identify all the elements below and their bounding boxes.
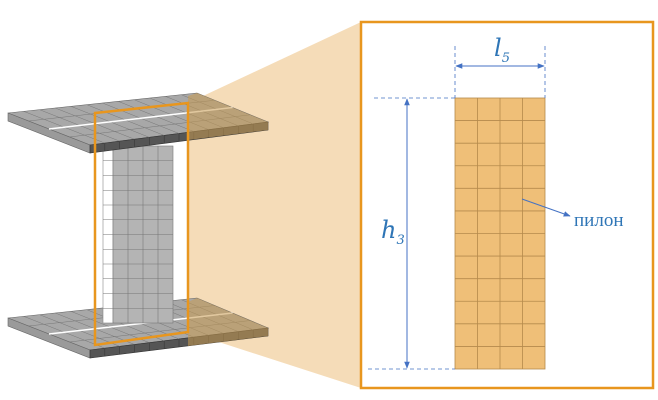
highlight-frame-model: [93, 101, 190, 347]
height-dimension: h3: [368, 97, 455, 370]
pylon-label: пилон: [574, 210, 624, 231]
height-label: h3: [381, 216, 405, 248]
pylon-callout-arrow: [521, 198, 571, 217]
web: [102, 145, 174, 324]
width-dimension: l5: [454, 34, 546, 98]
i-beam-model: [7, 92, 270, 359]
width-label: l5: [494, 34, 510, 66]
pylon-mesh: [454, 97, 546, 370]
